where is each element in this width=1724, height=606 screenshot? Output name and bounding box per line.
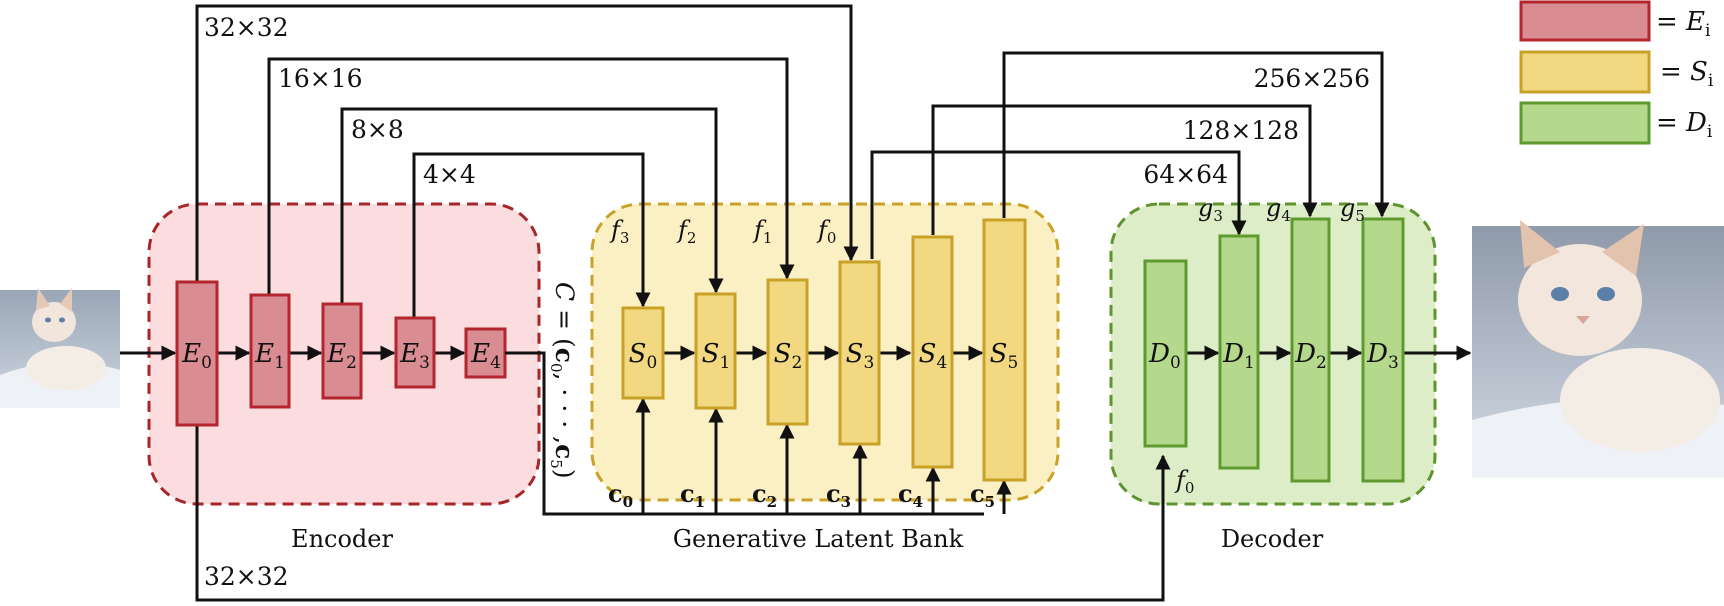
bank-block-s1: S1 [694,292,737,410]
bank-to-decoder-128 [931,104,1318,235]
legend: = Ei = Si = Di [1519,0,1714,145]
decoder-block-d2: D2 [1290,217,1331,483]
latent-code-c2: c2 [752,479,777,511]
skip-connection-4x4 [412,152,651,318]
encoder-block-e2: E2 [321,302,363,400]
legend-encoder: = Ei [1519,0,1711,42]
decoder-title: Decoder [1221,525,1324,553]
res-label-256x256: 256×256 [1254,64,1370,93]
res-label-64x64: 64×64 [1143,160,1228,189]
res-label-4x4: 4×4 [423,160,476,189]
svg-text:S2: S2 [774,339,803,373]
res-label-8x8: 8×8 [351,115,404,144]
encoder-title: Encoder [291,525,393,553]
res-label-128x128: 128×128 [1183,116,1299,145]
decoder-block-d3: D3 [1361,217,1405,483]
svg-text:= Di: = Di [1656,108,1713,142]
latent-code-c5: c5 [970,479,995,511]
svg-text:E3: E3 [399,339,430,373]
bank-to-decoder-256 [1002,51,1390,218]
bank-to-decoder-64 [870,150,1247,259]
feature-label-g5: g5 [1340,194,1365,225]
skip-connection-16x16 [267,57,795,295]
svg-text:S1: S1 [702,339,731,373]
input-cat-image [0,288,120,408]
bank-block-s4: S4 [911,235,954,469]
latent-code-output [542,351,984,516]
svg-text:= Ei: = Ei [1656,7,1711,41]
bank-block-s3: S3 [838,260,881,446]
svg-text:E2: E2 [326,339,357,373]
feature-label-g3: g3 [1198,194,1223,225]
encoder-to-decoder-32x32 [195,425,1171,602]
svg-text:E0: E0 [181,339,212,373]
svg-text:S4: S4 [919,339,948,373]
encoder-block-e3: E3 [394,316,436,389]
svg-text:S5: S5 [990,339,1019,373]
svg-text:D3: D3 [1366,339,1399,373]
svg-text:= Si: = Si [1660,57,1714,91]
output-cat-image [1472,220,1724,478]
res-label-32x32-top: 32×32 [204,13,289,42]
res-label-16x16: 16×16 [278,64,363,93]
latent-code-c4: c4 [898,479,923,511]
skip-connection-8x8 [340,107,724,304]
latent-set-label: C = (c0, · · · ,c5) [547,282,579,479]
feature-label-g4: g4 [1266,194,1291,225]
svg-text:D0: D0 [1148,339,1181,373]
encoder-block-e0: E0 [175,280,219,427]
res-label-32x32-bottom: 32×32 [204,562,289,591]
svg-text:E1: E1 [254,339,285,373]
encoder-block-e4: E4 [464,327,507,379]
svg-text:E4: E4 [470,339,501,373]
legend-decoder: = Di [1519,101,1713,145]
latent-code-c0: c0 [608,479,633,511]
latent-code-c3: c3 [826,479,851,511]
latent-code-c1: c1 [680,479,705,511]
svg-text:D2: D2 [1294,339,1327,373]
decoder-block-d1: D1 [1218,234,1260,470]
bank-block-s0: S0 [621,306,665,400]
decoder-block-d0: D0 [1143,259,1188,448]
bank-block-s2: S2 [766,278,809,426]
skip-connection-32x32 [195,4,859,282]
legend-bank: = Si [1519,50,1714,94]
svg-text:D1: D1 [1222,339,1255,373]
bank-title: Generative Latent Bank [673,525,964,553]
bank-block-s5: S5 [982,218,1027,482]
encoder-block-e1: E1 [249,293,291,409]
svg-text:S0: S0 [629,339,658,373]
svg-text:S3: S3 [846,339,875,373]
